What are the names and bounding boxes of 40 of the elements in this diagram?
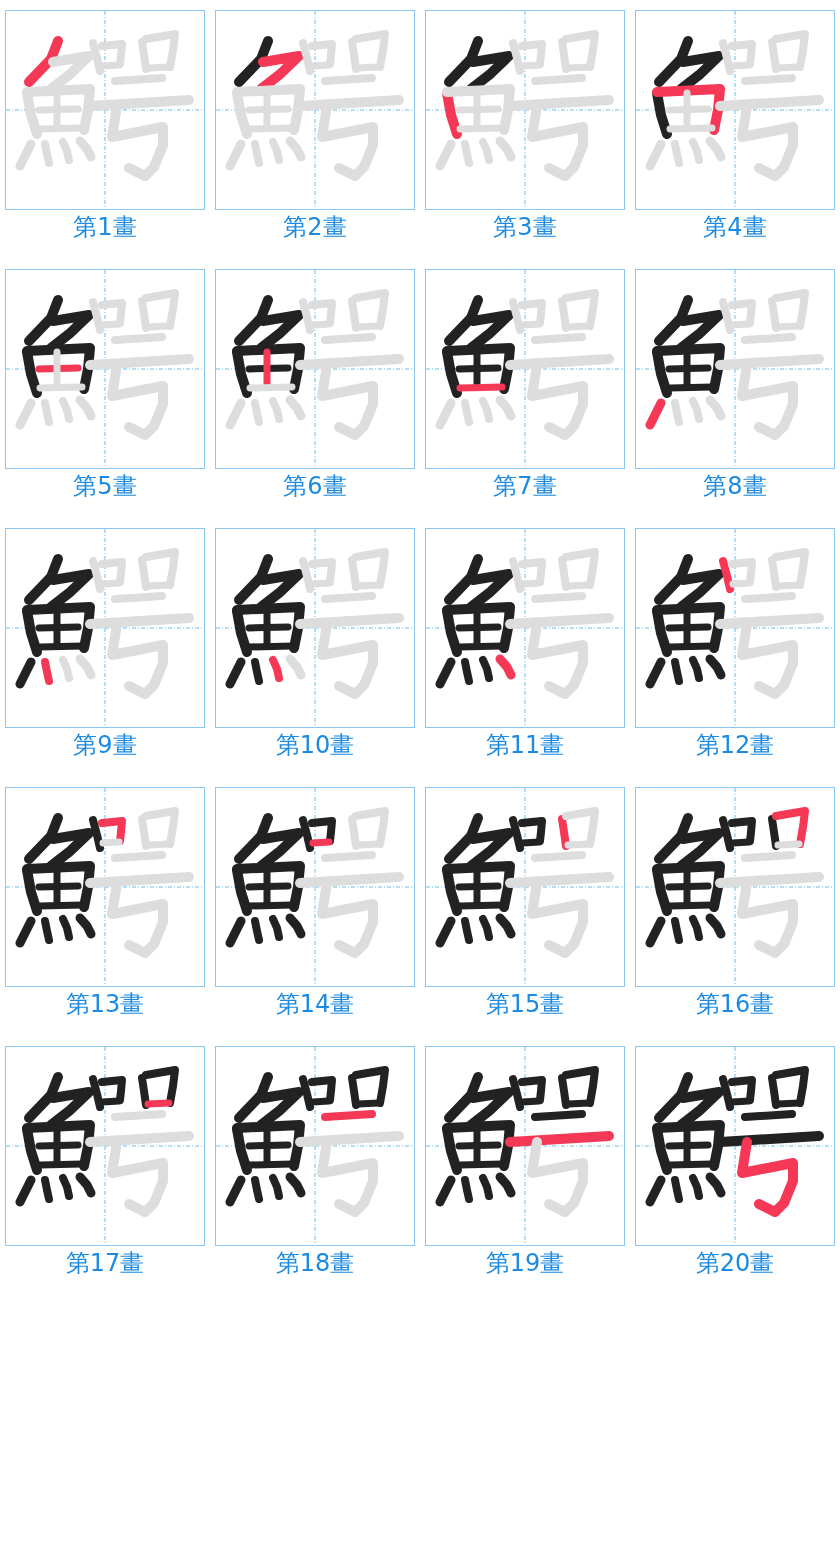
stroke-number-caption: 第9畫 <box>73 731 137 759</box>
stroke-number-caption: 第7畫 <box>493 472 557 500</box>
practice-grid-box <box>5 528 205 728</box>
stroke-number-caption: 第15畫 <box>485 990 565 1018</box>
stroke-number-caption: 第3畫 <box>493 213 557 241</box>
stroke-number-caption: 第2畫 <box>283 213 347 241</box>
stroke-number-caption: 第10畫 <box>275 731 355 759</box>
practice-grid-box <box>425 10 625 210</box>
practice-grid-box <box>425 528 625 728</box>
practice-grid-box <box>635 1046 835 1246</box>
practice-grid-box <box>635 528 835 728</box>
stroke-number-caption: 第5畫 <box>73 472 137 500</box>
practice-grid-box <box>215 528 415 728</box>
stroke-number-caption: 第11畫 <box>485 731 565 759</box>
practice-grid-box <box>215 269 415 469</box>
stroke-number-caption: 第19畫 <box>485 1249 565 1277</box>
stroke-number-caption: 第18畫 <box>275 1249 355 1277</box>
stroke-number-caption: 第1畫 <box>73 213 137 241</box>
practice-grid-box <box>635 10 835 210</box>
practice-grid-box <box>5 269 205 469</box>
practice-grid-box <box>5 1046 205 1246</box>
practice-grid-box <box>215 1046 415 1246</box>
practice-grid-box <box>635 787 835 987</box>
stroke-number-caption: 第20畫 <box>695 1249 775 1277</box>
practice-grid-box <box>425 1046 625 1246</box>
practice-grid-box <box>5 10 205 210</box>
stroke-number-caption: 第14畫 <box>275 990 355 1018</box>
practice-grid-box <box>5 787 205 987</box>
stroke-number-caption: 第6畫 <box>283 472 347 500</box>
stroke-number-caption: 第12畫 <box>695 731 775 759</box>
stroke-number-caption: 第8畫 <box>703 472 767 500</box>
stroke-number-caption: 第17畫 <box>65 1249 145 1277</box>
practice-grid-box <box>425 269 625 469</box>
practice-grid-box <box>635 269 835 469</box>
practice-grid-box <box>425 787 625 987</box>
stroke-number-caption: 第13畫 <box>65 990 145 1018</box>
practice-grid-box <box>215 787 415 987</box>
stroke-number-caption: 第16畫 <box>695 990 775 1018</box>
stroke-number-caption: 第4畫 <box>703 213 767 241</box>
practice-grid-box <box>215 10 415 210</box>
